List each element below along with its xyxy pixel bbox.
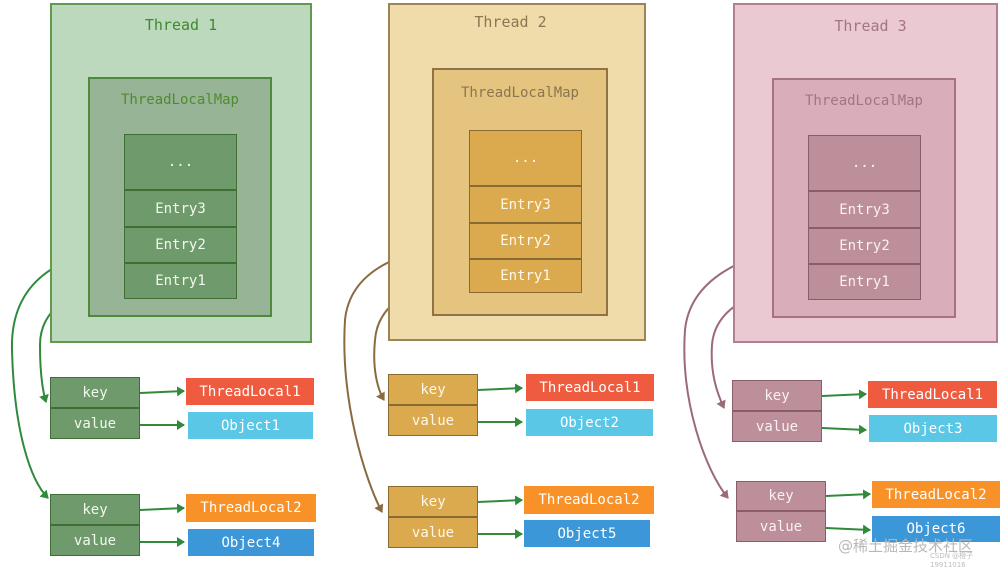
thread-2-threadlocal2: ThreadLocal2 [524,486,654,514]
thread-2-threadlocal1: ThreadLocal1 [526,374,654,401]
thread-1-map-title: ThreadLocalMap [120,92,239,108]
thread-1-entry-ellipsis: ... [124,134,237,190]
thread-3-threadlocal2: ThreadLocal2 [872,481,1000,508]
thread-3-object3: Object3 [869,415,997,442]
thread-1-pair2-key: key [50,494,140,525]
thread-2-entry3: Entry3 [469,186,582,223]
thread-3-entry1: Entry1 [808,264,921,300]
thread-3-pair2-key: key [736,481,826,511]
watermark-csdn: CSDN @橙子19911016 [930,552,974,569]
thread-3-entry2: Entry2 [808,228,921,264]
thread-1-object1: Object1 [188,412,313,439]
thread-1-threadlocal2: ThreadLocal2 [186,494,316,522]
thread-3-object6: Object6 [872,516,1000,542]
thread-2-entry1: Entry1 [469,259,582,293]
thread-2-entry2: Entry2 [469,223,582,259]
thread-2-pair1-value: value [388,405,478,436]
thread-3-pair1-key: key [732,380,822,411]
thread-1-title: Thread 1 [144,16,218,34]
thread-2-pair2-value: value [388,517,478,548]
thread-2-object2: Object2 [526,409,653,436]
thread-2-pair1-key: key [388,374,478,405]
thread-3-pair1-value: value [732,411,822,442]
thread-1-threadlocal1: ThreadLocal1 [186,378,314,405]
thread-3-threadlocal1: ThreadLocal1 [868,381,997,408]
thread-2-map-title: ThreadLocalMap [460,85,579,101]
thread-3-entry3: Entry3 [808,191,921,228]
thread-1-pair1-key: key [50,377,140,408]
thread-1-entry1: Entry1 [124,263,237,299]
thread-1-entry2: Entry2 [124,227,237,263]
thread-1-pair2-value: value [50,525,140,556]
thread-2-pair2-key: key [388,486,478,517]
watermark: @稀土掘金技术社区 [838,537,974,555]
thread-1-object4: Object4 [188,529,314,556]
thread-2-object5: Object5 [524,520,650,547]
thread-2-title: Thread 2 [474,13,547,31]
thread-1-pair1-value: value [50,408,140,439]
thread-1-entry3: Entry3 [124,190,237,227]
thread-3-pair2-value: value [736,511,826,542]
thread-3-map-title: ThreadLocalMap [804,93,923,109]
thread-3-title: Thread 3 [834,17,907,35]
thread-3-entry-ellipsis: ... [808,135,921,191]
thread-2-entry-ellipsis: ... [469,130,582,186]
